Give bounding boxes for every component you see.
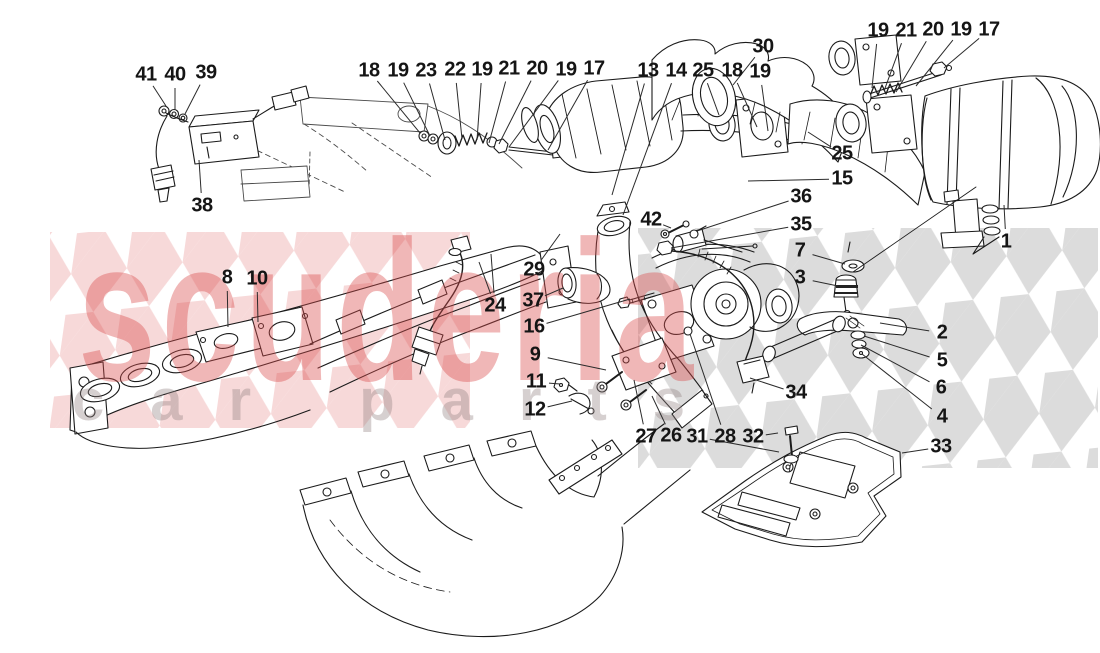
leader-line-19 (871, 43, 878, 89)
ecu-assembly (150, 85, 310, 203)
leader-line-36 (696, 200, 789, 232)
leader-line-25 (706, 83, 720, 116)
leader-line-24 (478, 261, 492, 294)
leader-line-6 (860, 344, 930, 383)
leader-line-32 (765, 432, 779, 436)
leader-line-20 (498, 80, 532, 145)
leader-line-39 (184, 84, 201, 115)
leader-line-28 (689, 333, 722, 425)
leader-line-24 (490, 253, 495, 294)
lower-heat-shield-plate (701, 425, 902, 548)
leader-line-25 (807, 131, 832, 148)
leader-line-19 (476, 82, 482, 141)
catalytic-converter (521, 61, 801, 174)
leader-line-19 (508, 80, 559, 148)
leader-line-2 (879, 322, 930, 332)
watermark-brand: scuderia (78, 200, 699, 423)
leader-line-21 (883, 43, 902, 92)
leader-line-23 (429, 83, 446, 141)
small-fittings (553, 220, 707, 415)
leader-line-38 (198, 159, 202, 194)
leader-line-29 (541, 233, 561, 260)
chassis-sketch (232, 96, 523, 202)
leader-line-16 (546, 298, 631, 324)
leader-line-30 (732, 56, 756, 86)
leader-line-9 (547, 357, 607, 371)
leader-line-8 (226, 290, 229, 328)
heat-shields (651, 39, 926, 206)
leader-line-11 (548, 382, 561, 385)
leader-line-18 (376, 80, 421, 134)
leader-line-18 (736, 82, 758, 128)
checkered-flag-right (638, 228, 1098, 468)
leader-line-5 (863, 335, 930, 358)
leader-line-17 (943, 38, 980, 69)
leader-line-19 (761, 84, 769, 132)
leader-line-20 (895, 40, 927, 93)
rear-silencer (828, 34, 1100, 255)
leader-line-21 (488, 81, 507, 144)
leader-line-27 (633, 379, 644, 425)
leader-line-17 (547, 80, 589, 151)
leader-line-31 (709, 438, 780, 453)
leader-line-37 (544, 287, 564, 297)
leader-line-35 (670, 226, 789, 249)
leader-line-34 (749, 377, 784, 390)
leader-line-7 (812, 254, 846, 265)
rear-exhaust-manifold (299, 423, 691, 638)
leader-line-41 (152, 85, 167, 107)
leader-line-4 (861, 353, 933, 410)
leader-line-3 (812, 280, 839, 287)
lambda-sensor-cables (411, 235, 770, 394)
watermark-tagline: car parts (72, 368, 732, 433)
leader-line-12 (547, 400, 573, 408)
leader-line-33 (901, 448, 929, 454)
leader-line-14 (622, 83, 672, 216)
leader-line-26 (651, 395, 666, 425)
leader-line-22 (455, 82, 463, 140)
downpipe (595, 201, 713, 429)
front-exhaust-manifold (69, 245, 577, 449)
leader-line-19 (403, 82, 431, 137)
leader-line-15 (747, 178, 830, 182)
leader-line-42 (662, 224, 672, 229)
silencer-mount-hardware (762, 186, 977, 363)
leader-line-1 (1003, 204, 1006, 230)
leader-line-10 (256, 291, 259, 323)
leader-line-19 (915, 39, 954, 87)
leader-line-13 (611, 83, 645, 196)
